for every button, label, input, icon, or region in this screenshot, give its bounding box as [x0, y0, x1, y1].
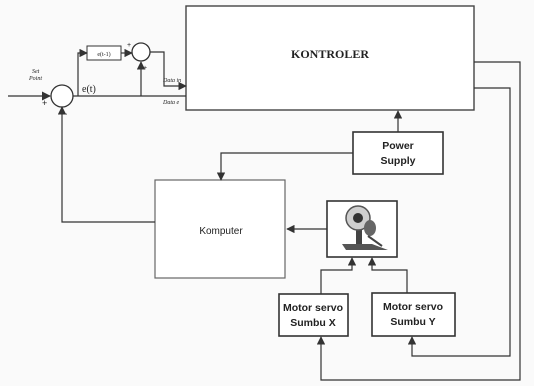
- computer-label: Komputer: [199, 226, 243, 237]
- sign-plus-small2: +: [143, 65, 147, 72]
- set-point-line2: Point: [28, 76, 42, 82]
- sign-plus-small: +: [127, 42, 131, 49]
- small-summing-junction: [132, 43, 150, 61]
- motor-servo-y-line1: Motor servo: [383, 301, 443, 313]
- data-e-label: Data e: [162, 100, 180, 106]
- computer-feedback: [62, 107, 155, 222]
- power-supply-label-line1: Power: [382, 140, 414, 152]
- power-to-computer: [221, 153, 353, 180]
- controller-label: KONTROLER: [291, 47, 369, 61]
- motor-servo-x-line1: Motor servo: [283, 302, 343, 314]
- data-in-label: Data in: [162, 78, 181, 84]
- motor-x-to-webcam: [321, 258, 352, 294]
- motor-y-to-webcam: [372, 258, 407, 293]
- motor-servo-x-line2: Sumbu X: [290, 317, 336, 329]
- error-label: e(t): [82, 84, 96, 95]
- motor-servo-y-line2: Sumbu Y: [390, 316, 435, 328]
- delay-label: e(t-1): [97, 51, 110, 58]
- motor-servo-x-block: [279, 294, 348, 336]
- sign-minus-main: -: [64, 109, 67, 120]
- main-summing-junction: [51, 85, 73, 107]
- set-point-line1: Set: [32, 69, 40, 75]
- power-supply-block: [353, 132, 443, 174]
- power-supply-label-line2: Supply: [380, 155, 415, 167]
- motor-servo-y-block: [372, 293, 455, 336]
- sign-plus-main: +: [42, 98, 47, 108]
